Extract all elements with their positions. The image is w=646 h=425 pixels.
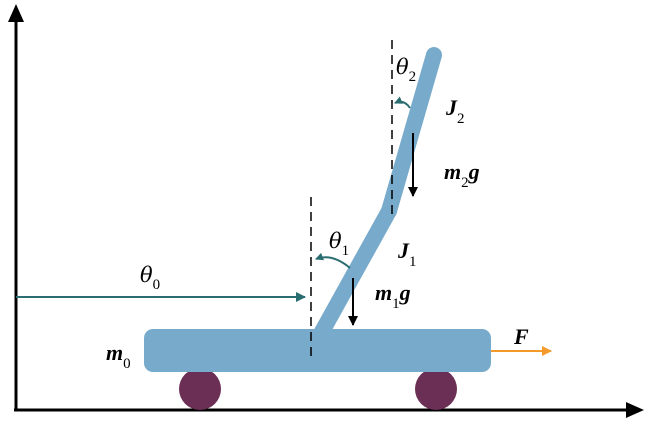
pendulum-link-1 bbox=[306, 203, 397, 354]
label-m1g: m1g bbox=[375, 280, 411, 312]
theta2-arc-arrow bbox=[394, 96, 411, 109]
theta1-arc-arrow bbox=[315, 252, 351, 269]
label-J1: J1 bbox=[397, 238, 417, 270]
axes bbox=[8, 4, 644, 418]
label-J2: J2 bbox=[445, 95, 465, 127]
label-theta0: θ0 bbox=[140, 263, 160, 293]
label-F: F bbox=[513, 324, 529, 349]
label-m0: m0 bbox=[106, 340, 131, 372]
x-axis-arrowhead bbox=[626, 402, 644, 418]
label-theta1: θ1 bbox=[329, 229, 349, 259]
label-theta2: θ2 bbox=[396, 55, 416, 85]
y-axis-arrowhead bbox=[8, 4, 24, 22]
pendulum-link-2 bbox=[381, 47, 442, 219]
left-wheel bbox=[179, 368, 221, 410]
right-wheel bbox=[415, 368, 457, 410]
label-m2g: m2g bbox=[444, 159, 480, 191]
